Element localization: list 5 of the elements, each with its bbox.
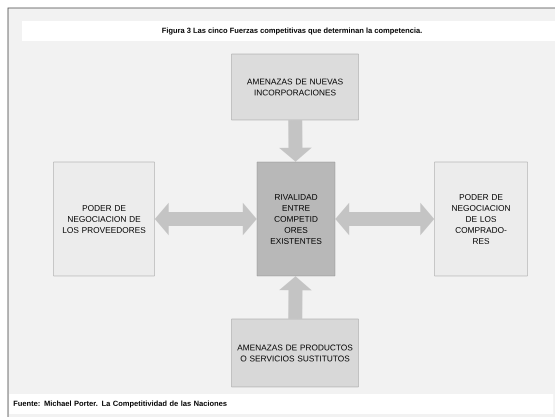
force-box: RIVALIDAD ENTRE COMPETID ORES EXISTENTES bbox=[256, 162, 336, 276]
force-box: AMENAZAS DE NUEVAS INCORPORACIONES bbox=[231, 54, 359, 120]
force-box: AMENAZAS DE PRODUCTOS O SERVICIOS SUSTITUTOS bbox=[231, 318, 359, 388]
force-box: PODER DE NEGOCIACION DE LOS COMPRADO- RES bbox=[434, 162, 528, 276]
force-box: PODER DE NEGOCIACION DE LOS PROVEEDORES bbox=[53, 162, 155, 276]
